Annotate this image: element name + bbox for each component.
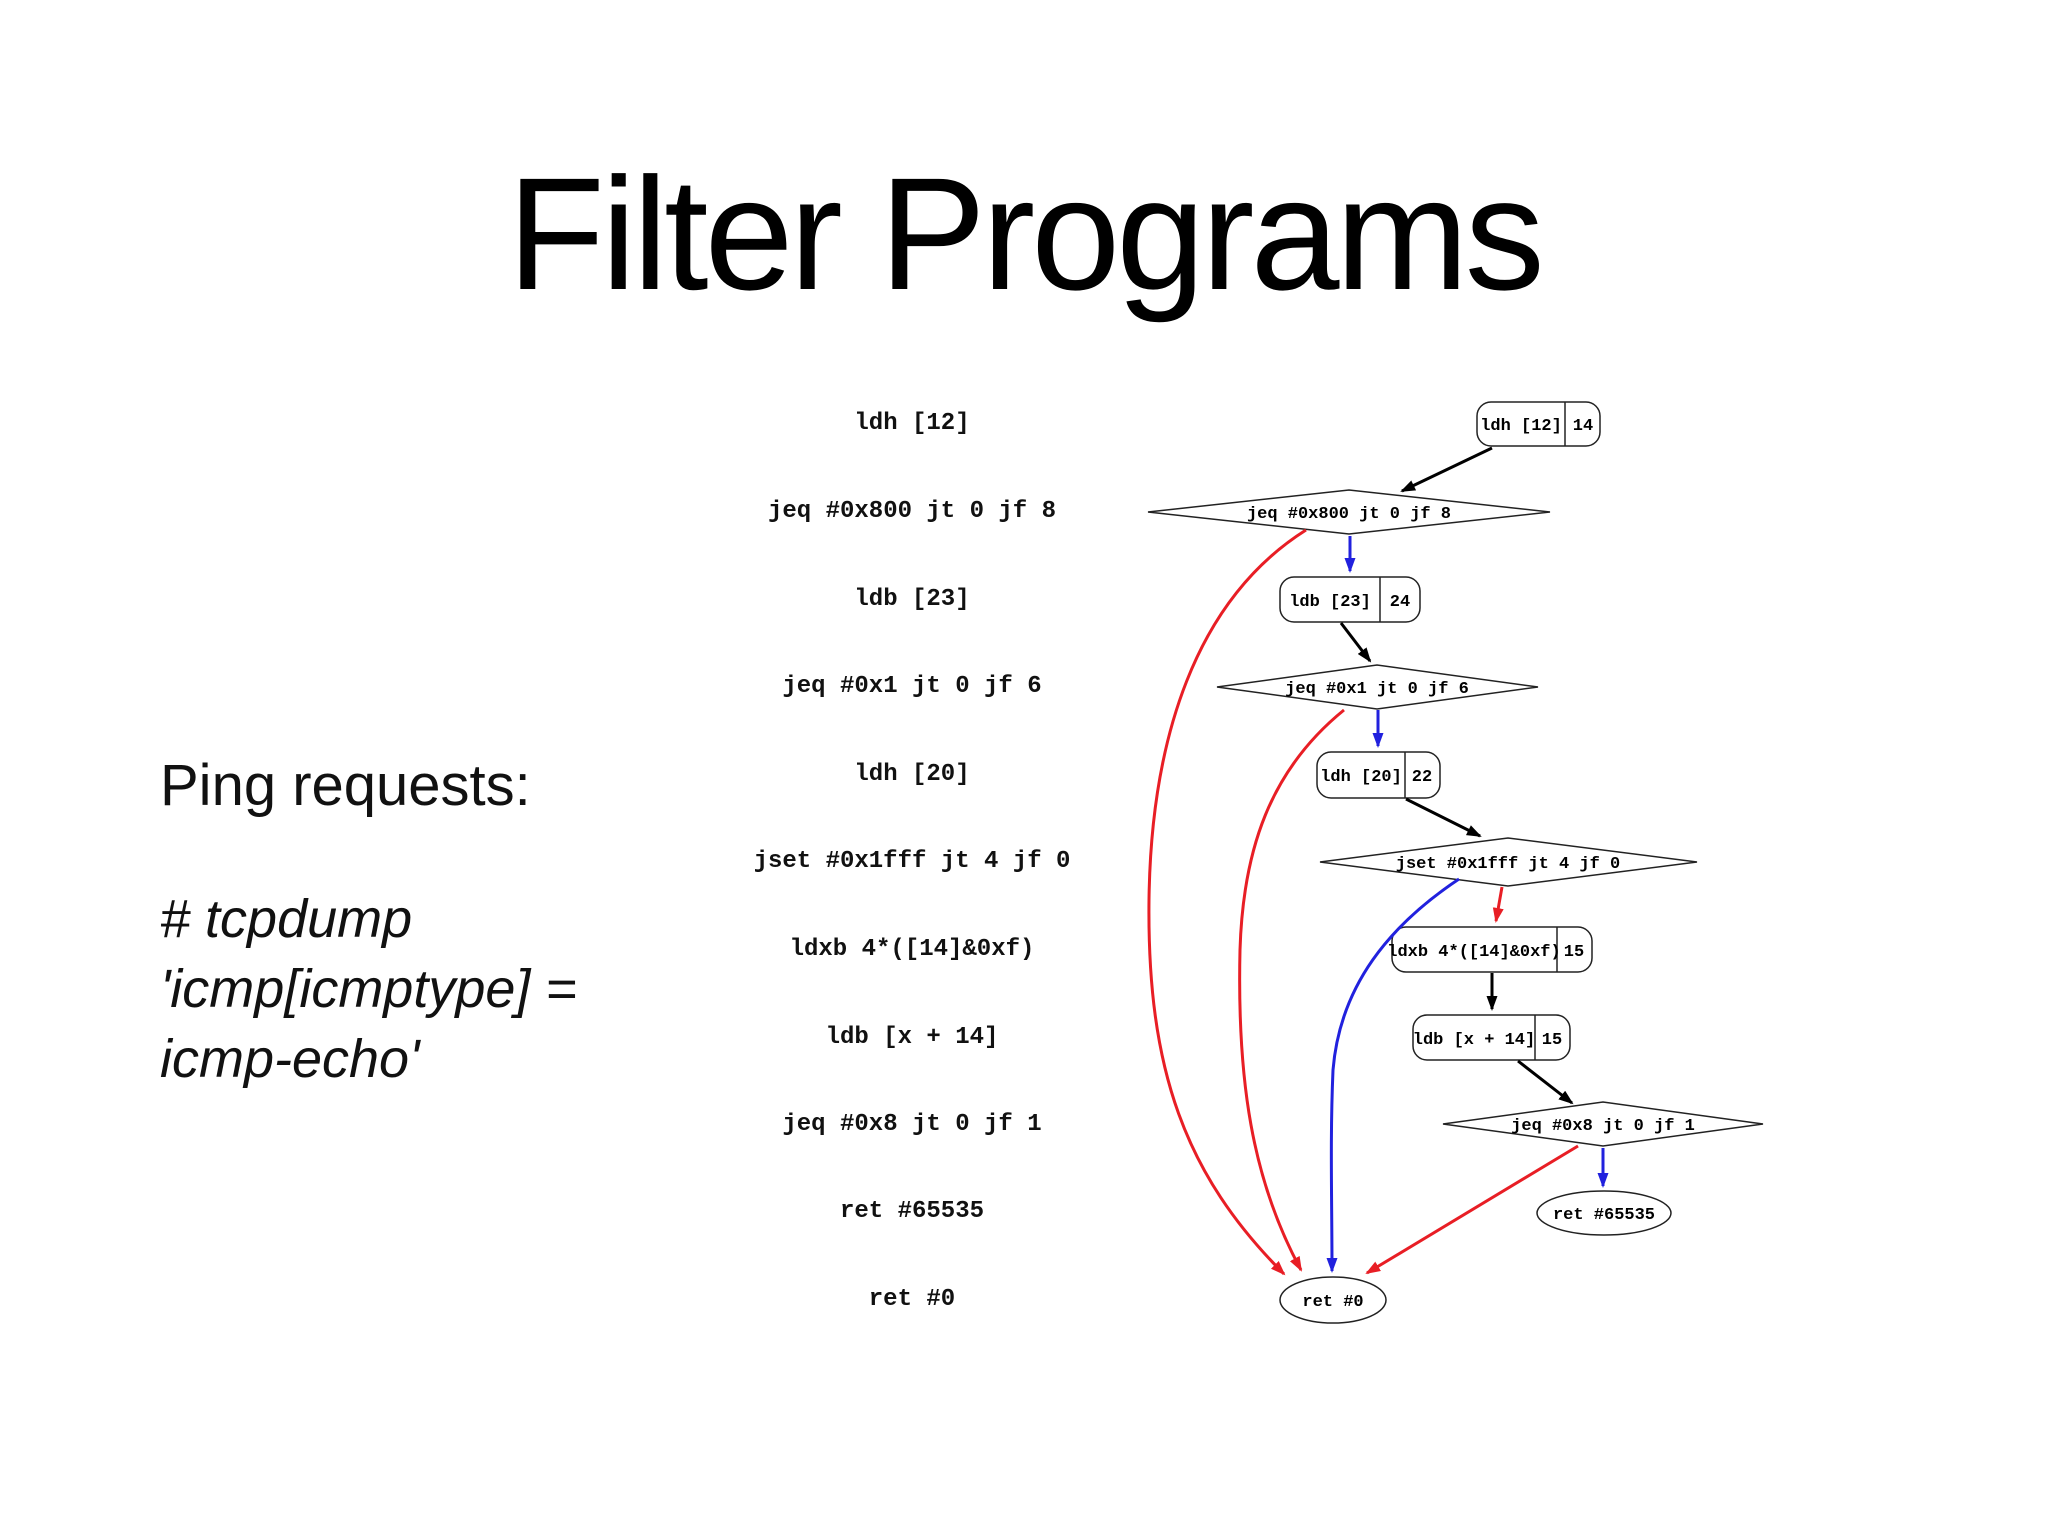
tcpdump-command-line-2: 'icmp[icmptype] = (160, 959, 577, 1019)
asm-line-ldh-20: ldh [20] (854, 761, 970, 788)
node-ret-65535-label: ret #65535 (1553, 1206, 1655, 1225)
node-ldh-12-label: ldh [12] (1480, 417, 1562, 436)
node-jeq-0x800-diamond (1147, 489, 1551, 535)
node-jset-0x1fff-diamond (1319, 837, 1698, 887)
node-ldb-23-label: ldb [23] (1289, 593, 1371, 612)
edge-jeq0x800-false-to-ret0 (1147, 528, 1307, 1276)
slide-title: Filter Programs (507, 144, 1545, 323)
asm-line-ldxb: ldxb 4*([14]&0xf) (789, 936, 1035, 963)
node-ldxb-label: ldxb 4*([14]&0xf) (1387, 943, 1560, 962)
edge-jset-true-to-ret0 (1326, 877, 1460, 1273)
node-jeq-0x1: jeq #0x1 jt 0 jf 6 (1216, 664, 1539, 710)
node-jeq-0x8: jeq #0x8 jt 0 jf 1 (1442, 1101, 1764, 1147)
node-ldb-23-bytes: 24 (1390, 593, 1410, 612)
asm-line-ret-max: ret #65535 (839, 1198, 985, 1225)
tcpdump-command: # tcpdump 'icmp[icmptype] = icmp-echo' (160, 884, 577, 1094)
node-jeq-0x800-label: jeq #0x800 jt 0 jf 8 (1247, 505, 1451, 524)
node-ldh-12-box (1476, 401, 1601, 447)
node-ldb-x14-box (1412, 1014, 1571, 1061)
asm-line-jeq-8: jeq #0x8 jt 0 jf 1 (782, 1111, 1042, 1138)
node-ldb-23: ldb [23] 24 (1279, 576, 1421, 623)
node-ldh-12: ldh [12] 14 (1476, 401, 1601, 447)
node-ldh-20-box (1316, 751, 1441, 799)
edge-ldh12-to-jeq0x800 (1400, 446, 1493, 493)
asm-line-jset: jset #0x1fff jt 4 jf 0 (753, 848, 1071, 875)
node-ldb-x14-bytes: 15 (1542, 1031, 1562, 1050)
node-ret-65535-ellipse (1536, 1190, 1672, 1236)
node-ret-65535: ret #65535 (1536, 1190, 1672, 1236)
node-ldxb-bytes: 15 (1564, 943, 1584, 962)
edge-ldbx14-to-jeq0x8 (1517, 1059, 1574, 1105)
node-ldb-x14-label: ldb [x + 14] (1413, 1031, 1535, 1050)
edge-jeq0x8-false-to-ret0 (1365, 1144, 1579, 1275)
node-ldb-x14: ldb [x + 14] 15 (1412, 1014, 1571, 1061)
node-ldxb: ldxb 4*([14]&0xf) 15 (1387, 926, 1593, 973)
node-jeq-0x1-diamond (1216, 664, 1539, 710)
node-ldb-23-box (1279, 576, 1421, 623)
edge-ldb23-to-jeq0x1 (1339, 622, 1372, 663)
node-ldh-20-bytes: 22 (1412, 768, 1432, 787)
tcpdump-command-line-3: icmp-echo' (160, 1029, 420, 1089)
node-ldh-20: ldh [20] 22 (1316, 751, 1441, 799)
asm-line-ldh-12: ldh [12] (854, 410, 970, 437)
edge-jset-false-to-ldxb (1492, 886, 1504, 923)
asm-line-jeq-1: jeq #0x1 jt 0 jf 6 (782, 673, 1042, 700)
node-ret-0-ellipse (1279, 1276, 1387, 1324)
node-ldh-12-bytes: 14 (1573, 417, 1593, 436)
node-jset-0x1fff-label: jset #0x1fff jt 4 jf 0 (1396, 855, 1620, 874)
asm-line-ret-0: ret #0 (868, 1286, 956, 1313)
tcpdump-command-line-1: # tcpdump (160, 889, 413, 949)
node-ret-0: ret #0 (1279, 1276, 1387, 1324)
node-jset-0x1fff: jset #0x1fff jt 4 jf 0 (1319, 837, 1698, 887)
node-jeq-0x8-label: jeq #0x8 jt 0 jf 1 (1511, 1117, 1695, 1136)
ping-requests-heading: Ping requests: (160, 753, 531, 818)
node-jeq-0x800: jeq #0x800 jt 0 jf 8 (1147, 489, 1551, 535)
node-jeq-0x8-diamond (1442, 1101, 1764, 1147)
edge-ldh20-to-jset (1405, 797, 1482, 838)
node-ldh-20-label: ldh [20] (1320, 768, 1402, 787)
node-ret-0-label: ret #0 (1302, 1293, 1363, 1312)
node-ldxb-box (1391, 926, 1593, 973)
asm-line-ldb-23: ldb [23] (854, 586, 970, 613)
asm-line-jeq-800: jeq #0x800 jt 0 jf 8 (767, 498, 1057, 525)
asm-line-ldb-x14: ldb [x + 14] (825, 1024, 999, 1051)
node-jeq-0x1-label: jeq #0x1 jt 0 jf 6 (1285, 680, 1469, 699)
edge-jeq0x1-false-to-ret0 (1238, 708, 1345, 1272)
